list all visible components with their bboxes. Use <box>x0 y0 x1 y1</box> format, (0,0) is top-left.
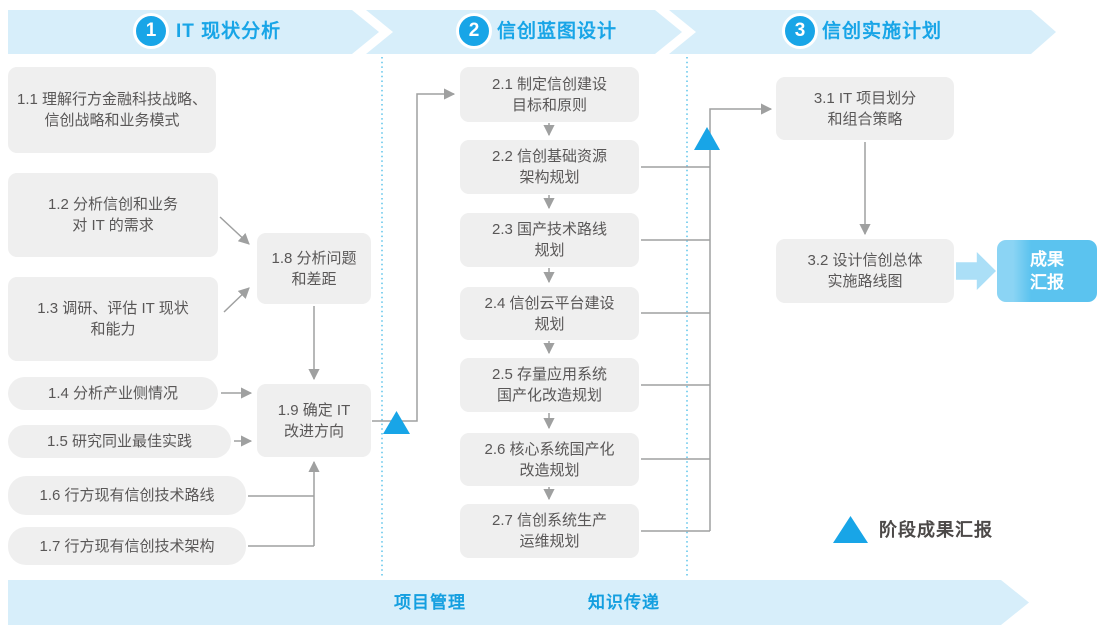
footer-project-management-label: 项目管理 <box>394 593 466 612</box>
task-box-2-7: 2.7 信创系统生产 运维规划 <box>460 504 639 558</box>
task-box-3-2: 3.2 设计信创总体 实施路线图 <box>776 239 954 303</box>
task-box-2-3: 2.3 国产技术路线 规划 <box>460 213 639 267</box>
arrow-1-2-to-1-8 <box>219 216 250 245</box>
task-box-1-6: 1.6 行方现有信创技术路线 <box>8 476 246 515</box>
task-box-2-2: 2.2 信创基础资源 架构规划 <box>460 140 639 194</box>
phase-2-title: 信创蓝图设计 <box>497 21 618 42</box>
phase-1-number-badge: 1 <box>133 13 169 49</box>
legend-label: 阶段成果汇报 <box>879 520 993 540</box>
phase-3-number-badge: 3 <box>782 13 818 49</box>
task-box-1-2: 1.2 分析信创和业务 对 IT 的需求 <box>8 173 218 257</box>
task-box-1-1: 1.1 理解行方金融科技战略、 信创战略和业务模式 <box>8 67 216 153</box>
arrow-bus-to-3-1 <box>709 103 773 531</box>
phase1-milestone-triangle-icon <box>383 411 410 434</box>
phase-3-title: 信创实施计划 <box>822 21 943 42</box>
arrow-1-3-to-1-8 <box>223 287 250 313</box>
task-box-3-1: 3.1 IT 项目划分 和组合策略 <box>776 77 954 140</box>
task-box-1-8: 1.8 分析问题 和差距 <box>257 233 371 304</box>
footer-knowledge-transfer-label: 知识传递 <box>588 593 660 612</box>
task-box-2-6: 2.6 核心系统国产化 改造规划 <box>460 433 639 486</box>
task-box-1-4: 1.4 分析产业侧情况 <box>8 377 218 410</box>
phase-1-title: IT 现状分析 <box>176 21 282 42</box>
phase-2-number-badge: 2 <box>456 13 492 49</box>
arrow-1-9-to-2-1 <box>372 88 456 422</box>
task-box-1-9: 1.9 确定 IT 改进方向 <box>257 384 371 457</box>
task-box-1-7: 1.7 行方现有信创技术架构 <box>8 527 246 565</box>
footer-band <box>8 580 1029 625</box>
phase2-milestone-triangle-icon <box>694 127 720 150</box>
task-box-2-1: 2.1 制定信创建设 目标和原则 <box>460 67 639 122</box>
phase-banner-band <box>8 10 1056 54</box>
task-box-1-5: 1.5 研究同业最佳实践 <box>8 425 231 458</box>
task-box-2-5: 2.5 存量应用系统 国产化改造规划 <box>460 358 639 412</box>
result-report-box: 成果 汇报 <box>997 240 1097 302</box>
deliverable-arrow-icon <box>956 252 996 290</box>
task-box-2-4: 2.4 信创云平台建设 规划 <box>460 287 639 340</box>
legend-triangle-icon <box>833 516 868 543</box>
task-box-1-3: 1.3 调研、评估 IT 现状 和能力 <box>8 277 218 361</box>
